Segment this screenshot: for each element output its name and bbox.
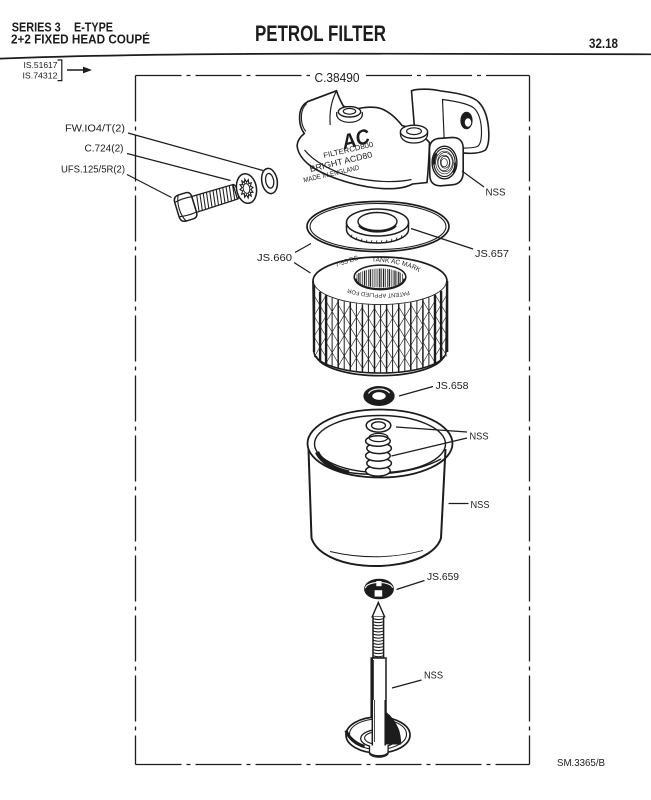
svg-text:IS.74312: IS.74312 [23,70,58,80]
svg-text:PETROL FILTER: PETROL FILTER [255,21,386,46]
svg-text:32.18: 32.18 [589,36,618,51]
svg-text:NSS: NSS [486,188,506,199]
svg-text:NSS: NSS [471,500,490,511]
svg-text:SERIES 3: SERIES 3 [12,21,61,35]
svg-text:SM.3365/B: SM.3365/B [557,757,605,769]
svg-text:JS.658: JS.658 [436,381,469,392]
svg-text:NSS: NSS [470,432,489,443]
svg-text:PATENT APPLIED FOR: PATENT APPLIED FOR [347,287,410,298]
svg-text:UFS.125/5R(2): UFS.125/5R(2) [61,165,125,176]
svg-text:JS.659: JS.659 [427,572,459,583]
svg-text:JS.657: JS.657 [475,249,509,260]
svg-text:2+2 FIXED HEAD COUPÉ: 2+2 FIXED HEAD COUPÉ [11,31,150,46]
svg-text:C.724(2): C.724(2) [85,144,124,155]
svg-text:E-TYPE: E-TYPE [74,21,113,35]
svg-text:FW.IO4/T(2): FW.IO4/T(2) [65,124,125,135]
svg-text:C.38490: C.38490 [315,70,360,85]
svg-text:JS.660: JS.660 [257,253,292,264]
svg-text:NSS: NSS [424,671,443,682]
svg-text:IS.51617: IS.51617 [24,60,58,70]
